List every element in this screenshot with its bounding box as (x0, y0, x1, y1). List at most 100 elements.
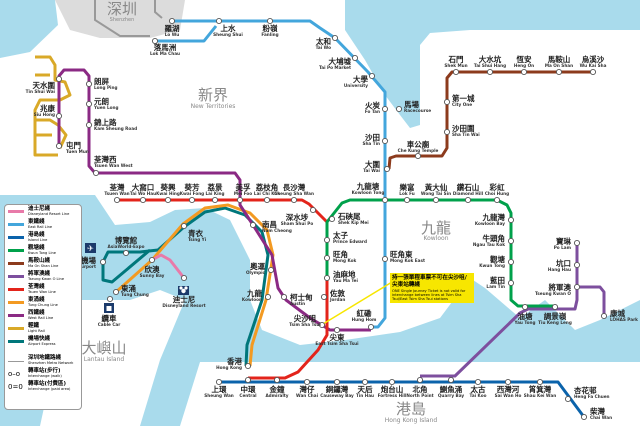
station-marker[interactable] (381, 105, 389, 113)
station-marker[interactable] (263, 196, 271, 204)
station-marker[interactable] (520, 68, 528, 76)
station-marker[interactable] (381, 137, 389, 145)
station-marker[interactable] (573, 239, 581, 247)
station-marker[interactable] (361, 378, 369, 386)
station-marker[interactable] (323, 254, 331, 262)
station-marker[interactable] (507, 279, 515, 287)
station-marker[interactable] (55, 75, 63, 83)
station-marker[interactable] (368, 72, 376, 80)
station-marker[interactable] (403, 196, 411, 204)
station-marker[interactable] (381, 196, 389, 204)
station-marker[interactable] (573, 283, 581, 291)
station-marker[interactable] (112, 288, 120, 296)
station-marker[interactable] (551, 303, 559, 311)
station-marker[interactable] (564, 395, 572, 403)
station-marker[interactable] (333, 378, 341, 386)
station-marker[interactable] (580, 413, 588, 421)
station-marker[interactable] (464, 196, 472, 204)
station-marker[interactable] (521, 303, 529, 311)
station-marker[interactable] (273, 376, 281, 384)
station-marker[interactable] (452, 68, 460, 76)
station-marker[interactable] (416, 376, 424, 384)
station-marker[interactable] (113, 196, 121, 204)
station-marker[interactable] (139, 196, 147, 204)
station-marker[interactable] (99, 258, 107, 266)
station-marker[interactable] (180, 274, 188, 282)
station-marker[interactable] (168, 17, 176, 25)
station-marker[interactable] (85, 121, 93, 129)
station-marker[interactable] (328, 215, 336, 223)
station-marker[interactable] (85, 100, 93, 108)
station-marker[interactable] (236, 196, 244, 204)
station-marker[interactable] (486, 68, 494, 76)
station-marker[interactable] (443, 98, 451, 106)
station-marker[interactable] (266, 17, 274, 25)
station-marker[interactable] (383, 165, 391, 173)
station-marker[interactable] (303, 378, 311, 386)
station-marker[interactable] (447, 376, 455, 384)
station-marker[interactable] (122, 249, 130, 257)
station-marker[interactable] (474, 378, 482, 386)
station-marker[interactable] (331, 34, 339, 42)
station-marker[interactable] (507, 258, 515, 266)
station-marker[interactable] (264, 293, 272, 301)
station-marker[interactable] (164, 196, 172, 204)
station-marker[interactable] (388, 378, 396, 386)
station-marker[interactable] (309, 206, 317, 214)
station-marker[interactable] (244, 376, 252, 384)
station-marker[interactable] (573, 261, 581, 269)
station-marker[interactable] (151, 37, 159, 45)
station-marker[interactable] (504, 378, 512, 386)
station-marker[interactable] (92, 169, 100, 177)
